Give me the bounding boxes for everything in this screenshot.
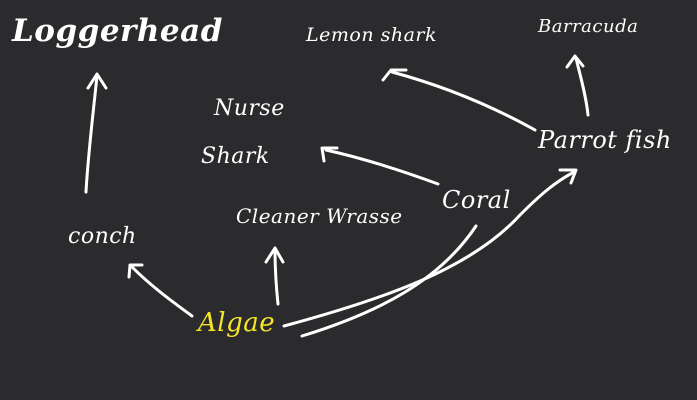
arrow-algae-to-cleaner-wrasse: [273, 248, 280, 306]
node-cleaner-wrasse: Cleaner Wrasse: [236, 204, 403, 228]
arrowhead-loggerhead: [86, 72, 108, 90]
node-loggerhead: Loggerhead: [12, 13, 223, 49]
node-lemon-shark: Lemon shark: [306, 24, 438, 46]
arrowhead-parrotfish: [558, 168, 578, 185]
node-nurse-shark-line2: Shark: [201, 144, 270, 169]
node-parrotfish: Parrot fish: [538, 126, 672, 154]
arrow-parrotfish-to-barracuda: [574, 56, 590, 117]
arrowhead-nurse-shark: [320, 146, 339, 163]
arrow-algae-to-parrotfish: [282, 170, 576, 328]
arrow-coral-to-nurse-shark: [324, 148, 440, 186]
arrow-conch-to-loggerhead: [84, 74, 99, 194]
node-algae: Algae: [198, 308, 276, 338]
arrowhead-cleaner-wrasse: [264, 246, 285, 264]
arrow-parrotfish-to-lemon-shark: [390, 70, 537, 132]
node-coral: Coral: [442, 186, 511, 214]
arrowhead-barracuda: [565, 54, 585, 69]
arrow-coral-to-parrotfish: [300, 224, 478, 338]
arrowhead-conch: [127, 263, 144, 279]
node-barracuda: Barracuda: [538, 16, 639, 37]
node-conch: conch: [68, 224, 137, 249]
arrowhead-lemon-shark: [381, 68, 408, 82]
arrow-algae-to-conch: [130, 265, 194, 318]
node-nurse-shark-line1: Nurse: [214, 96, 285, 121]
